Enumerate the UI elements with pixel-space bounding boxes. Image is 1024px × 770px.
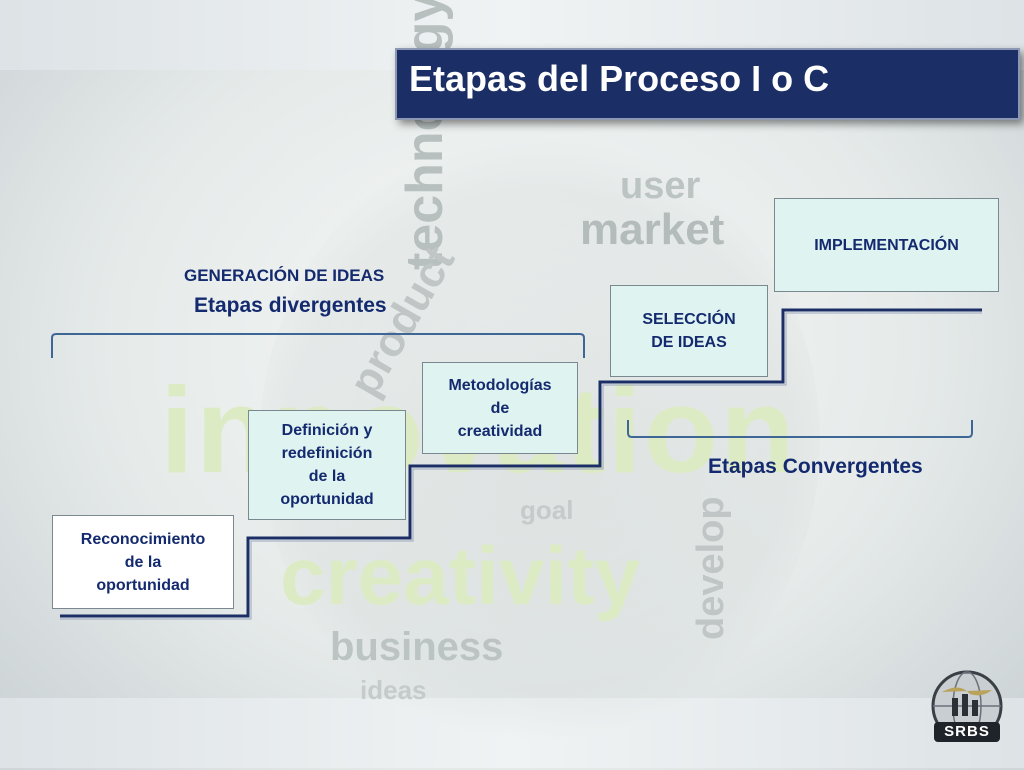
step-idea-selection-line: SELECCIÓN [642, 311, 736, 328]
staircase-line [60, 308, 982, 618]
step-recognition: Reconocimiento de la oportunidad [52, 515, 234, 609]
step-implementation: IMPLEMENTACIÓN [774, 198, 999, 292]
step-definition-line: de la [308, 468, 346, 485]
cloud-word-creativity: creativity [280, 531, 641, 622]
background-band [0, 698, 1024, 768]
slide-title: Etapas del Proceso I o C [409, 58, 830, 99]
step-idea-selection-line: DE IDEAS [651, 334, 727, 351]
step-recognition-line: Reconocimiento [80, 530, 206, 548]
step-definition-line: oportunidad [280, 491, 374, 508]
company-logo: SRBS [930, 668, 1004, 748]
step-definition: Definición y redefinición de la oportuni… [248, 410, 406, 520]
step-creativity-methods-line: creatividad [457, 422, 543, 440]
cloud-word-business: business [330, 625, 504, 669]
step-recognition-line: oportunidad [96, 576, 190, 594]
step-definition-line: Definición y [281, 422, 373, 439]
convergent-bracket [627, 420, 973, 438]
convergent-label: Etapas Convergentes [708, 455, 923, 478]
cloud-word-ideas: ideas [360, 675, 427, 705]
step-creativity-methods: Metodologías de creatividad [422, 362, 578, 454]
globe-logo-icon [931, 670, 1003, 742]
divergent-subheading: Etapas divergentes [194, 294, 387, 317]
divergent-heading: GENERACIÓN DE IDEAS [184, 266, 385, 285]
cloud-word-goal: goal [520, 495, 574, 525]
divergent-bracket [51, 333, 585, 358]
step-idea-selection: SELECCIÓN DE IDEAS [610, 285, 768, 377]
step-implementation-line: IMPLEMENTACIÓN [814, 236, 959, 254]
staircase-shadow [60, 312, 982, 620]
cloud-word-user: user [620, 165, 701, 207]
step-definition-line: redefinición [281, 445, 373, 462]
step-creativity-methods-line: de [490, 399, 510, 417]
logo-text: SRBS [944, 723, 990, 740]
step-recognition-line: de la [124, 553, 162, 571]
step-creativity-methods-line: Metodologías [448, 376, 552, 394]
cloud-word-market: market [580, 205, 725, 254]
title-bar: Etapas del Proceso I o C [395, 48, 1020, 120]
